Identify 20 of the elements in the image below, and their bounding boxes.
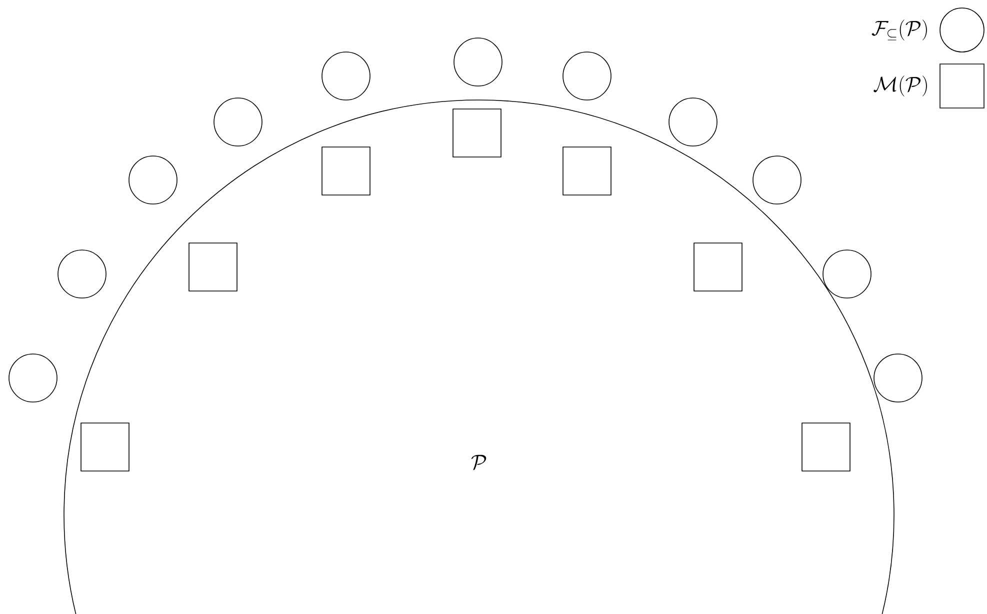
small-circle (128, 156, 178, 204)
small-square (802, 422, 850, 472)
small-square (322, 146, 370, 196)
small-square (80, 422, 130, 472)
small-circle (58, 250, 106, 298)
legend-label: $\mathcal{F}_{\subseteq}(\mathcal{P})$ (872, 20, 927, 40)
small-circle (322, 52, 370, 100)
small-circle (454, 38, 502, 86)
small-square (562, 146, 612, 196)
small-square (452, 108, 502, 158)
small-square (694, 242, 742, 292)
small-circle (752, 156, 802, 204)
small-circle (668, 98, 718, 146)
small-square (188, 242, 238, 292)
small-circle (822, 250, 872, 298)
small-circle (562, 52, 612, 100)
small-circle (8, 354, 58, 402)
small-circle (214, 98, 262, 146)
small-circle (874, 354, 922, 402)
legend-label: $\mathcal{M}(\mathcal{P})$ (874, 76, 927, 96)
